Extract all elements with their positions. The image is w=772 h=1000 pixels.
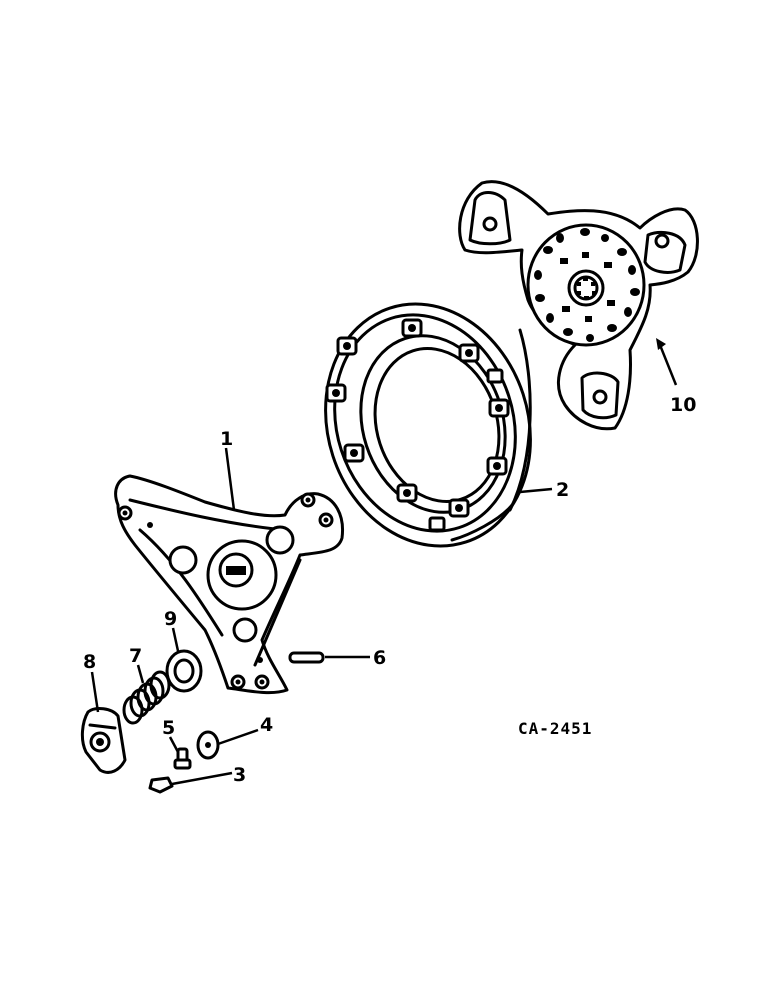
callout-3: 3 — [233, 764, 246, 786]
callout-10: 10 — [670, 394, 696, 416]
part-9-washer — [165, 649, 203, 693]
leader-lines — [90, 338, 678, 786]
part-10-clutch-disc — [458, 180, 699, 431]
callout-7: 7 — [129, 645, 142, 667]
callout-8: 8 — [83, 651, 96, 673]
part-7-spring — [122, 670, 171, 725]
callout-labels: 1 2 3 4 5 6 7 8 9 10 — [83, 394, 696, 786]
callout-6: 6 — [373, 647, 386, 669]
drawing-code: CA-2451 — [518, 719, 592, 738]
callout-2: 2 — [556, 479, 569, 501]
part-4-washer — [196, 730, 220, 760]
pressure-plate-lugs — [325, 318, 510, 532]
part-8-lever — [80, 707, 127, 774]
part-3-nut — [148, 776, 174, 794]
callout-1: 1 — [220, 428, 233, 450]
callout-5: 5 — [162, 717, 175, 739]
disc-rivet-pattern — [534, 228, 640, 342]
part-6-pin — [288, 651, 325, 664]
callout-4: 4 — [260, 714, 273, 736]
part-5-bolt — [173, 747, 192, 770]
part-1-clutch-cover — [114, 474, 345, 695]
part-2-pressure-plate — [324, 302, 532, 548]
callout-9: 9 — [164, 608, 177, 630]
